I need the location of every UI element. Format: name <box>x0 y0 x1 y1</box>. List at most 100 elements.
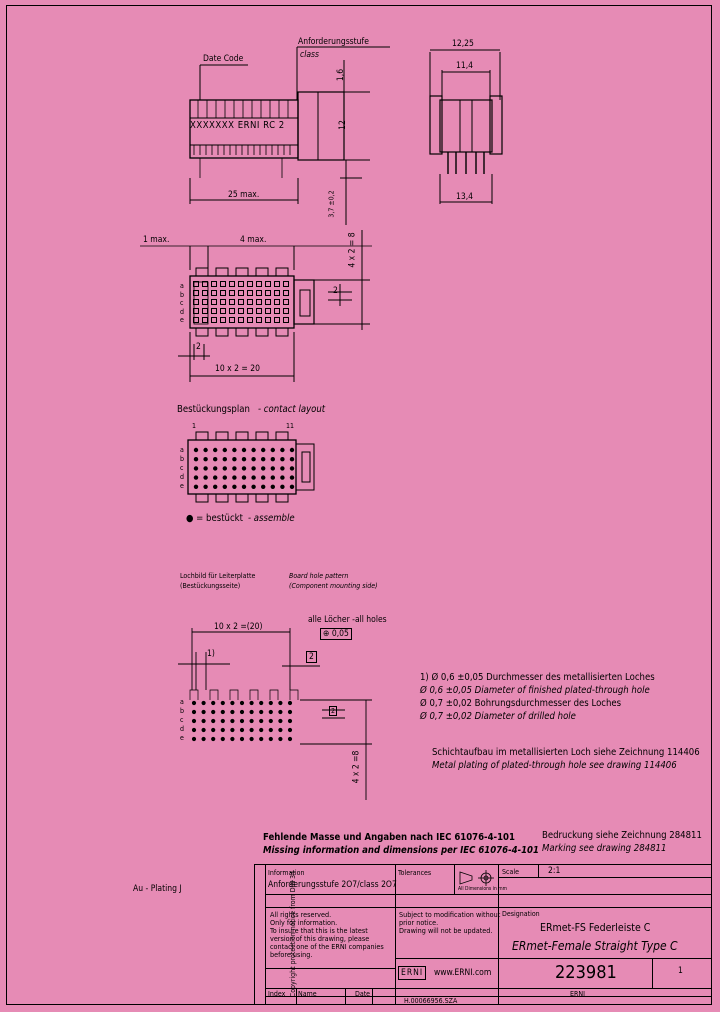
plan-contact-cell <box>274 299 280 305</box>
plan-contact-cell <box>238 299 244 305</box>
plan-contact-cell <box>247 299 253 305</box>
plan-contact-cell <box>193 281 199 287</box>
contact-dot <box>270 475 275 480</box>
plan-contact-cell <box>274 308 280 314</box>
marking-text: XXXXXXX ERNI RC 2 <box>190 120 285 131</box>
board-hole <box>201 709 206 715</box>
contact-dot <box>289 475 295 480</box>
print-en: Marking see drawing 284811 <box>542 843 667 854</box>
board-hole <box>278 700 283 706</box>
plan-contact-cell <box>193 308 199 314</box>
plan-contact-cell <box>202 299 208 305</box>
plan-contact-cell <box>247 281 253 287</box>
contact-dot <box>203 484 208 489</box>
dim-134: 13,4 <box>456 192 474 202</box>
board-hole <box>211 736 216 742</box>
tb-sheet: 1 <box>678 966 683 976</box>
board-hole <box>249 700 254 706</box>
plan-contact-cell <box>247 290 253 296</box>
plan-contact-cell <box>220 317 226 323</box>
legend-de: ● = bestückt <box>186 513 243 524</box>
board-dim-2v: 2 <box>329 706 338 716</box>
tb-designation-en: ERmet-Female Straight Type C <box>512 939 678 953</box>
board-dim-2: 2 <box>306 651 317 663</box>
contact-dot <box>232 484 237 489</box>
tb-information: Information <box>268 869 305 877</box>
board-hole <box>220 727 225 733</box>
plan-contact-cell <box>274 317 280 323</box>
plan-contact-cell <box>202 290 208 296</box>
board-dim-10x2: 10 x 2 =(20) <box>214 622 263 632</box>
contact-dot <box>251 484 256 489</box>
contact-dot <box>280 466 285 471</box>
contact-dot <box>222 475 227 480</box>
contact-dot <box>251 447 256 453</box>
board-hole <box>201 718 206 724</box>
dim-4max: 4 max. <box>240 235 267 245</box>
board-hole <box>278 718 283 724</box>
print-de: Bedruckung siehe Zeichnung 284811 <box>542 830 702 841</box>
tb-url[interactable]: www.ERNI.com <box>434 968 492 978</box>
board-hole <box>239 727 245 733</box>
anforderung-label: Anforderungsstufe <box>298 37 369 47</box>
contact-dot <box>213 466 218 471</box>
board-dim-1: 1) <box>207 649 215 659</box>
tb-name: Name <box>298 990 317 998</box>
board-hole <box>259 736 264 742</box>
layout-col-1: 1 <box>192 422 197 430</box>
position-tolerance: ⊕ 0,05 <box>320 628 352 640</box>
plan-contact-cell <box>220 299 226 305</box>
plan-contact-cell <box>220 290 226 296</box>
plan-contact-cell <box>211 290 217 296</box>
layout-title-en: - contact layout <box>258 404 326 415</box>
contact-dot <box>270 457 275 462</box>
board-hole <box>239 718 245 724</box>
board-hole <box>191 718 197 724</box>
contact-dot <box>241 475 247 480</box>
board-hole <box>268 736 273 742</box>
board-hole <box>259 700 264 706</box>
plan-contact-grid <box>192 280 292 326</box>
board-hole <box>191 700 197 706</box>
board-hole <box>278 709 283 715</box>
plan-contact-cell <box>283 281 289 287</box>
board-hole <box>278 727 283 733</box>
board-hole <box>259 709 264 715</box>
plan-contact-cell <box>265 281 271 287</box>
board-hole <box>287 727 293 733</box>
contact-dot <box>193 484 199 489</box>
contact-dot <box>213 484 218 489</box>
board-hole <box>249 718 254 724</box>
board-hole <box>287 736 293 742</box>
contact-dot <box>203 475 208 480</box>
plan-contact-cell <box>229 299 235 305</box>
tb-drawing-number: 223981 <box>555 962 617 983</box>
board-hole <box>211 718 216 724</box>
contact-dot <box>232 475 237 480</box>
contact-dot <box>289 484 295 489</box>
plan-contact-cell <box>211 308 217 314</box>
contact-dot <box>241 447 247 453</box>
class-label: class <box>300 50 319 60</box>
plan-contact-cell <box>229 317 235 323</box>
board-hole <box>230 709 235 715</box>
board-hole <box>230 727 235 733</box>
board-hole <box>211 727 216 733</box>
plan-contact-cell <box>283 308 289 314</box>
drawing-frame <box>6 5 712 1005</box>
contact-dot <box>241 457 247 462</box>
contact-dot <box>251 457 256 462</box>
tb-scale: 2:1 <box>548 866 561 876</box>
contact-dot <box>232 447 237 453</box>
hole-note-line: Ø 0,6 ±0,05 Diameter of finished plated-… <box>420 685 650 696</box>
contact-dot <box>270 484 275 489</box>
tb-anf-class: Anforderungsstufe 2O7/class 2O7 <box>268 880 397 890</box>
plan-contact-cell <box>283 317 289 323</box>
plan-contact-cell <box>256 281 262 287</box>
plan-contact-cell <box>229 290 235 296</box>
contact-dot <box>213 457 218 462</box>
